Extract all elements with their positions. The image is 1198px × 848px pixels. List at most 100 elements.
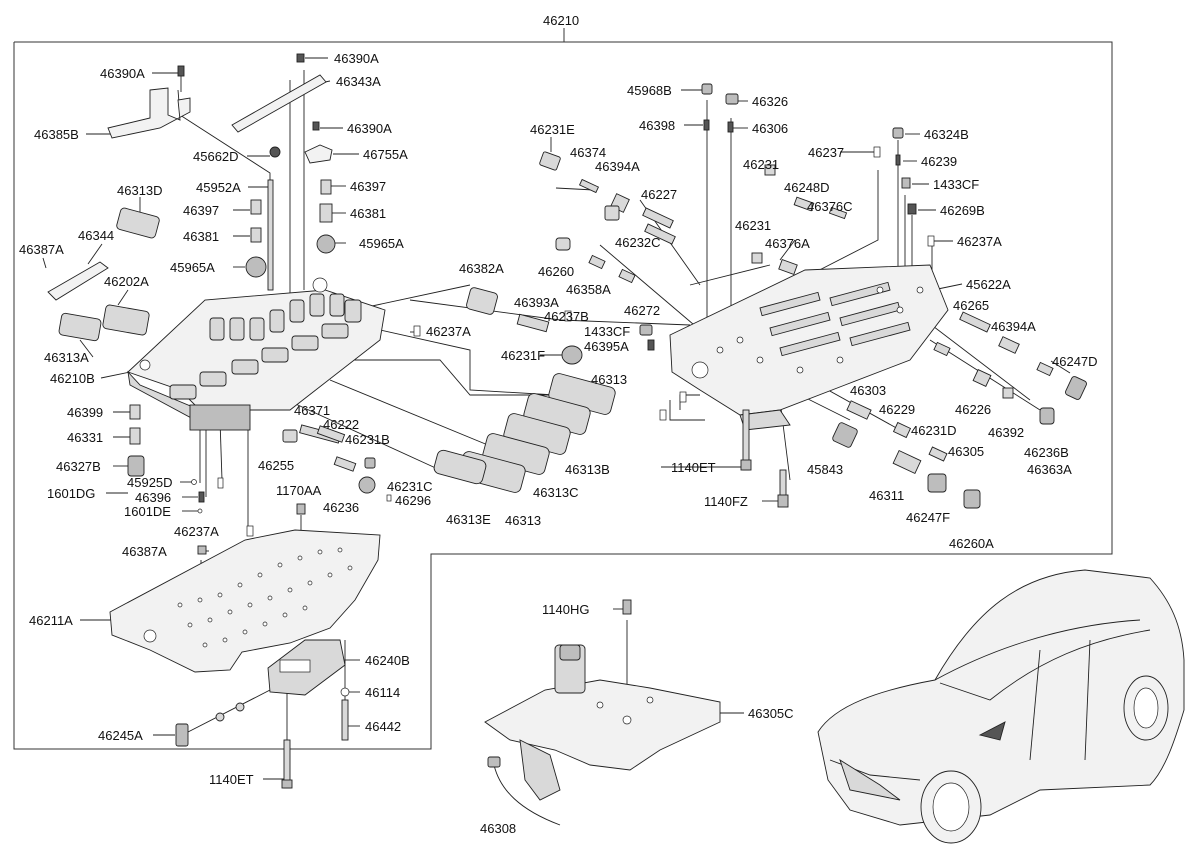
part-label: 46394A — [991, 319, 1036, 334]
part-label: 46313A — [44, 350, 89, 365]
part-label: 1601DE — [124, 504, 171, 519]
label-title: 46210 — [543, 13, 579, 28]
part-label: 46395A — [584, 339, 629, 354]
part-label: 46363A — [1027, 462, 1072, 477]
part-label: 46305 — [948, 444, 984, 459]
part-label: 45952A — [196, 180, 241, 195]
part-label: 46237A — [174, 524, 219, 539]
part-label: 46240B — [365, 653, 410, 668]
bracket-46344 — [47, 261, 109, 301]
bracket-46385b — [107, 65, 191, 139]
part-label: 1170AA — [276, 483, 322, 498]
bracket-46240b — [267, 639, 346, 696]
part-label: 46236B — [1024, 445, 1069, 460]
part-label: 45965A — [359, 236, 404, 251]
part-label: 46313 — [505, 513, 541, 528]
part-label: 46239 — [921, 154, 957, 169]
part-label: 46331 — [67, 430, 103, 445]
part-label: 46343A — [336, 74, 381, 89]
bolts-left — [197, 503, 350, 789]
part-label: 45968B — [627, 83, 672, 98]
part-label: 46231 — [735, 218, 771, 233]
part-label: 46358A — [566, 282, 611, 297]
part-label: 45965A — [170, 260, 215, 275]
part-label: 46305C — [748, 706, 794, 721]
sensor-46308 — [487, 756, 561, 826]
part-label: 46237 — [808, 145, 844, 160]
part-label: 46344 — [78, 228, 114, 243]
bracket-46305c — [484, 599, 721, 801]
part-label: 46227 — [641, 187, 677, 202]
part-label: 46326 — [752, 94, 788, 109]
part-label: 46755A — [363, 147, 408, 162]
part-label: 46269B — [940, 203, 985, 218]
part-label: 46327B — [56, 459, 101, 474]
part-label: 46381 — [350, 206, 386, 221]
part-label: 46393A — [514, 295, 559, 310]
part-label: 46311 — [869, 488, 904, 503]
part-label: 46247F — [906, 510, 950, 525]
part-label: 46390A — [334, 51, 379, 66]
part-label: 46237A — [957, 234, 1002, 249]
part-label: 46313D — [117, 183, 163, 198]
spring-group-left — [245, 146, 336, 291]
part-label: 46114 — [365, 685, 400, 700]
spool-group-middle — [282, 287, 583, 502]
solenoid-46313a — [58, 312, 102, 342]
part-label: 1433CF — [584, 324, 630, 339]
sensor-46245a — [175, 689, 271, 747]
part-label: 46313B — [565, 462, 610, 477]
part-label: 46371 — [294, 403, 330, 418]
small-parts-left — [127, 404, 254, 537]
part-label: 46313C — [533, 485, 579, 500]
part-label: 46376A — [765, 236, 810, 251]
part-label: 46376C — [807, 199, 853, 214]
part-label: 46385B — [34, 127, 79, 142]
part-label: 45843 — [807, 462, 843, 477]
part-label: 46303 — [850, 383, 886, 398]
part-label: 46313E — [446, 512, 491, 527]
solenoid-46313d — [116, 207, 160, 239]
part-label: 46247D — [1052, 354, 1098, 369]
part-label: 46236 — [323, 500, 359, 515]
part-label: 1601DG — [47, 486, 95, 501]
part-label: 46222 — [323, 417, 359, 432]
car-illustration — [817, 569, 1185, 844]
part-label: 46260 — [538, 264, 574, 279]
valve-body-45622a — [669, 264, 949, 431]
part-label: 46210B — [50, 371, 95, 386]
part-label: 46390A — [100, 66, 145, 81]
part-label: 46306 — [752, 121, 788, 136]
part-label: 45925D — [127, 475, 173, 490]
part-label: 46381 — [183, 229, 219, 244]
part-label: 46394A — [595, 159, 640, 174]
part-label: 46231 — [743, 157, 779, 172]
part-label: 46296 — [395, 493, 431, 508]
part-label: 46237B — [544, 309, 589, 324]
bracket-46755a — [304, 121, 333, 164]
part-label: 46387A — [19, 242, 64, 257]
small-parts-right — [539, 83, 1087, 509]
part-label: 46231F — [501, 348, 545, 363]
part-label: 46231B — [345, 432, 390, 447]
part-label: 1140HG — [542, 602, 589, 617]
part-label: 46397 — [183, 203, 219, 218]
part-label: 46211A — [29, 613, 73, 628]
part-label: 45622A — [966, 277, 1011, 292]
part-labels: 46210 46390A 46390A 46343A 46385B 46390A… — [19, 13, 1098, 836]
part-label: 46202A — [104, 274, 149, 289]
part-label: 46392 — [988, 425, 1024, 440]
part-label: 46313 — [591, 372, 627, 387]
part-label: 46245A — [98, 728, 143, 743]
part-label: 46308 — [480, 821, 516, 836]
part-label: 46237A — [426, 324, 471, 339]
solenoids-46313 — [433, 373, 616, 493]
part-label: 46387A — [122, 544, 167, 559]
part-label: 46272 — [624, 303, 660, 318]
part-label: 46226 — [955, 402, 991, 417]
part-label: 46390A — [347, 121, 392, 136]
part-label: 1140FZ — [704, 494, 748, 509]
part-label: 46229 — [879, 402, 915, 417]
separator-plate-46211a — [109, 529, 381, 673]
